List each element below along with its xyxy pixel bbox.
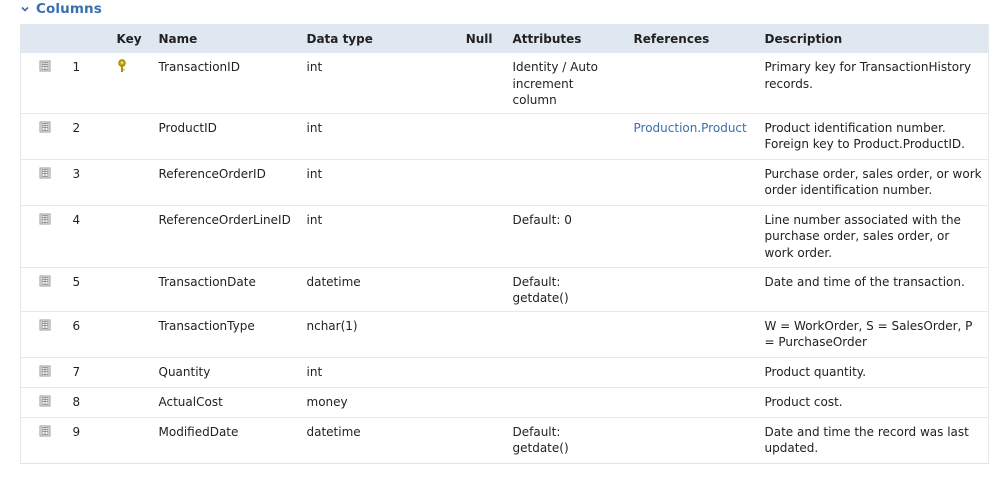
table-row[interactable]: 4 ReferenceOrderLineID int Default: 0 Line n… <box>20 204 989 267</box>
column-data-type: nchar(1) <box>306 318 358 333</box>
column-description: Product cost. <box>764 394 843 409</box>
key-cell <box>110 356 153 387</box>
row-number: 8 <box>64 386 111 417</box>
key-cell <box>111 53 153 113</box>
key-cell <box>110 386 153 417</box>
section-title: Columns <box>36 1 102 17</box>
column-icon <box>39 365 51 376</box>
column-name: ProductID <box>158 120 217 135</box>
key-cell <box>110 416 153 463</box>
columns-section-toggle[interactable]: Columns <box>20 0 102 18</box>
column-name: TransactionID <box>158 60 240 74</box>
table-row[interactable]: 5 TransactionDate datetime Default: getdate… <box>20 266 989 311</box>
column-description: Line number associated with the purchase… <box>764 212 961 260</box>
reference-link[interactable]: Production.Product <box>633 120 747 135</box>
table-row[interactable]: 2 ProductID int Production.Product Product i… <box>20 112 989 159</box>
column-data-type: int <box>306 166 323 181</box>
column-name: ModifiedDate <box>158 424 239 439</box>
row-number: 6 <box>64 310 111 357</box>
key-cell <box>110 204 153 267</box>
column-data-type: datetime <box>306 274 361 289</box>
column-description: Product quantity. <box>764 364 867 379</box>
row-number: 1 <box>72 60 81 74</box>
column-data-type: int <box>306 212 323 227</box>
header-index <box>64 24 111 53</box>
row-number: 9 <box>64 416 111 463</box>
header-references: References <box>627 24 759 53</box>
column-attributes: Default: getdate() <box>512 424 569 456</box>
column-icon <box>39 395 51 406</box>
column-description: W = WorkOrder, S = SalesOrder, P = Purch… <box>764 318 973 350</box>
column-icon <box>39 167 51 178</box>
row-number: 5 <box>64 266 111 311</box>
header-null: Null <box>428 24 507 53</box>
column-data-type: int <box>306 120 323 135</box>
column-icon <box>39 275 51 286</box>
chevron-down-icon <box>21 6 29 12</box>
key-cell <box>110 310 153 357</box>
table-row[interactable]: 1 TransactionID int Identity / Auto increme… <box>21 53 989 113</box>
table-row[interactable]: 3 ReferenceOrderID int Purchase order, sale… <box>20 158 989 205</box>
header-data-type: Data type <box>300 24 429 53</box>
column-description: Primary key for TransactionHistory recor… <box>764 60 972 91</box>
table-header-row: Key Name Data type Null Attributes Refer… <box>20 24 989 53</box>
column-icon <box>39 425 51 436</box>
key-cell <box>110 112 153 159</box>
column-description: Date and time the record was last update… <box>764 424 969 456</box>
column-name: ActualCost <box>158 394 223 409</box>
row-number: 2 <box>64 112 111 159</box>
row-number: 7 <box>64 356 111 387</box>
column-description: Date and time of the transaction. <box>764 274 965 289</box>
header-attributes: Attributes <box>506 24 628 53</box>
header-icon <box>20 24 65 53</box>
table-row[interactable]: 8 ActualCost money Product cost. <box>20 386 989 417</box>
header-name: Name <box>152 24 301 53</box>
column-attributes: Identity / Auto increment column <box>512 60 599 107</box>
header-key: Key <box>110 24 153 53</box>
table-row[interactable]: 9 ModifiedDate datetime Default: getdate() D… <box>20 416 989 463</box>
key-cell <box>110 158 153 205</box>
row-number: 3 <box>64 158 111 205</box>
column-name: TransactionDate <box>158 274 256 289</box>
column-icon <box>39 121 51 132</box>
header-description: Description <box>758 24 989 53</box>
column-attributes: Default: getdate() <box>512 274 569 306</box>
table-row[interactable]: 6 TransactionType nchar(1) W = WorkOrder, S… <box>20 310 989 357</box>
column-data-type: money <box>306 394 348 409</box>
row-number: 4 <box>64 204 111 267</box>
column-description: Product identification number. Foreign k… <box>764 120 965 152</box>
table-row[interactable]: 7 Quantity int Product quantity. <box>20 356 989 387</box>
column-data-type: int <box>306 60 323 74</box>
key-icon <box>117 59 126 73</box>
column-name: ReferenceOrderLineID <box>158 212 291 227</box>
columns-table: Key Name Data type Null Attributes Refer… <box>20 24 989 464</box>
column-data-type: datetime <box>306 424 361 439</box>
column-attributes: Default: 0 <box>512 212 572 227</box>
key-cell <box>110 266 153 311</box>
column-icon <box>39 319 51 330</box>
column-icon <box>39 213 51 224</box>
column-name: ReferenceOrderID <box>158 166 266 181</box>
column-description: Purchase order, sales order, or work ord… <box>764 166 982 198</box>
column-name: TransactionType <box>158 318 255 333</box>
column-icon <box>39 60 51 72</box>
column-name: Quantity <box>158 364 211 379</box>
column-data-type: int <box>306 364 323 379</box>
